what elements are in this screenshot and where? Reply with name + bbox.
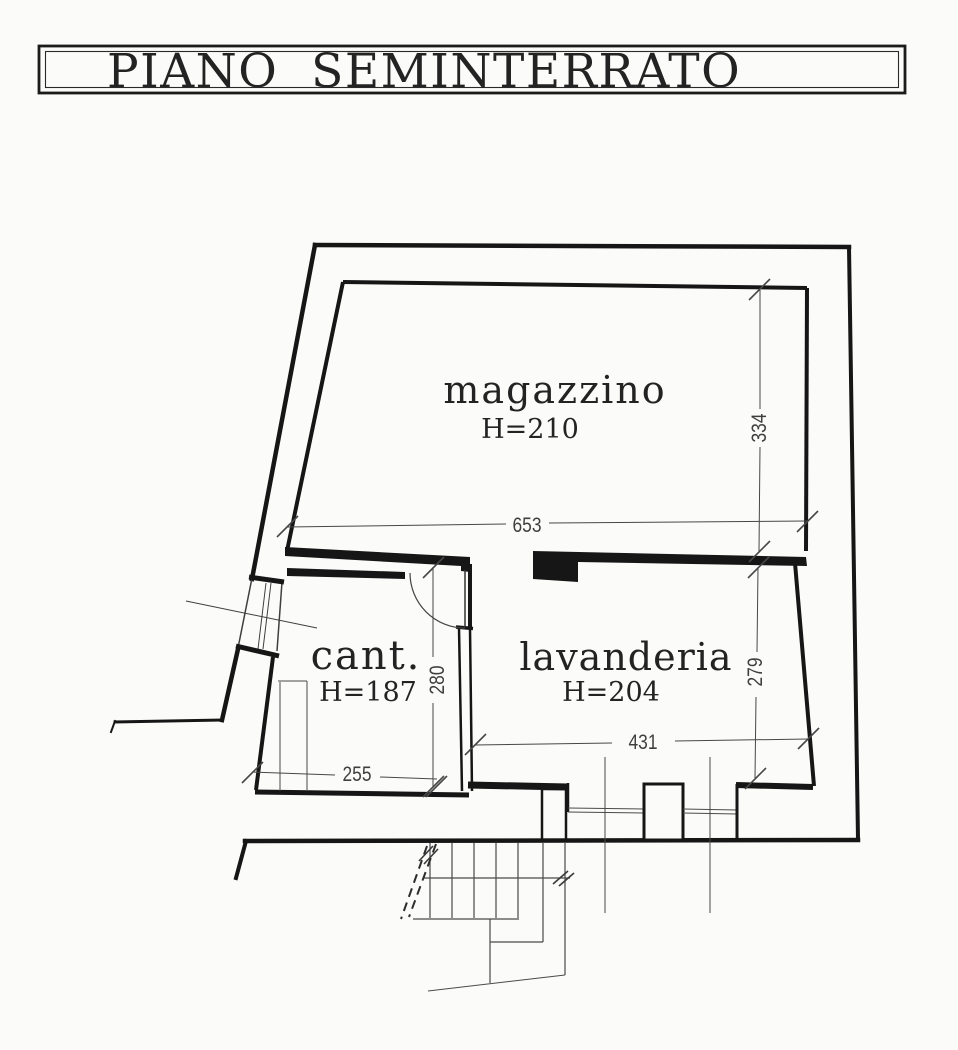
cantina-walls [254, 564, 474, 798]
dim-tick [241, 761, 264, 784]
room-height-lavanderia: H=204 [562, 677, 660, 708]
room-name-lavanderia: lavanderia [519, 635, 732, 679]
cantina-door-swing-arc [409, 572, 466, 629]
cantina-wall-top [287, 568, 405, 579]
cantina-wall-bottom [254, 789, 470, 798]
dim-tick [748, 540, 771, 563]
dim-value-cant-width: 255 [343, 763, 372, 786]
title-block-outer-border [37, 44, 907, 95]
boundary-wall-left [113, 718, 224, 724]
dim-tick [796, 510, 819, 533]
dim-tick [422, 556, 445, 579]
break-mark [552, 870, 575, 887]
title-block: PIANO SEMINTERRATO [37, 44, 907, 99]
break-mark [418, 845, 439, 865]
magazzino-walls [285, 280, 809, 582]
boundary-wall-end-tick [109, 719, 117, 734]
stair-treads [429, 843, 519, 918]
page-title: PIANO SEMINTERRATO [107, 44, 741, 99]
magazzino-wall-top [342, 280, 808, 290]
magazzino-wall-right [804, 287, 809, 552]
dim-value-lavanderia-depth: 279 [744, 658, 767, 687]
room-name-cantina: cant. [311, 633, 422, 679]
outer-wall-right [846, 244, 861, 842]
window-jamb-top [248, 574, 285, 585]
dimension-cant-depth: 280 [422, 556, 449, 798]
cantina-wall-right-outer-face [468, 627, 474, 792]
dim-value-lavanderia-width: 431 [629, 731, 658, 754]
window-sill-line [185, 600, 318, 629]
room-name-magazzino: magazzino [443, 368, 666, 412]
dim-value-cant-depth: 280 [426, 666, 449, 695]
room-labels: magazzino H=210 cant. H=187 lavanderia H… [311, 368, 732, 708]
dim-tick [464, 733, 487, 756]
dimension-magazzino-depth: 334 [748, 278, 771, 563]
window-jamb-bottom [235, 643, 280, 659]
window-inner-face-line [276, 581, 283, 652]
stair-cut-dashed-lines [400, 843, 437, 920]
dimension-lavanderia-width: 431 [464, 727, 820, 756]
lavanderia-wall-bottom-left [467, 781, 569, 791]
room-height-cantina: H=187 [319, 677, 417, 708]
window-glazing-line [257, 582, 267, 650]
cantina-wall-right-inner-face [457, 627, 464, 792]
magazzino-wall-left [285, 281, 345, 552]
external-stairs [400, 843, 575, 992]
outer-wall-top [312, 242, 852, 250]
lavanderia-walls [467, 562, 816, 913]
lightwell-pier-a [540, 787, 568, 842]
lavanderia-wall-right [793, 562, 816, 787]
dim-value-magazzino-width: 653 [513, 514, 542, 537]
dim-tick [748, 278, 771, 301]
room-height-magazzino: H=210 [481, 414, 579, 445]
window-glazing-line [262, 582, 272, 650]
outer-wall-left-lower [219, 646, 241, 723]
outer-wall-left-upper [249, 242, 318, 582]
lightwell-pier-b [642, 782, 685, 842]
magazzino-wall-bottom-left-segment [285, 547, 470, 572]
cantina-recess-outline [278, 680, 308, 791]
dim-tick [425, 775, 448, 798]
cantina-wall-left [254, 656, 275, 791]
dimension-magazzino-width: 653 [276, 510, 819, 538]
dim-tick [797, 727, 820, 750]
left-window [185, 574, 318, 659]
dim-tick [747, 556, 770, 579]
dim-tick [422, 775, 445, 798]
outer-wall-bottom-left-stub [233, 838, 249, 881]
title-block-inner-border [44, 50, 900, 89]
magazzino-wall-bottom-right-segment [533, 551, 807, 582]
dim-value-magazzino-depth: 334 [748, 413, 771, 442]
lavanderia-window-1-glazing [567, 807, 645, 814]
ground-boundary-line [427, 974, 566, 992]
dimension-lavanderia-depth: 279 [744, 556, 770, 790]
dimension-cant-width: 255 [241, 761, 448, 798]
dim-tick [744, 767, 767, 790]
dim-tick [276, 515, 299, 538]
dimension-lines: 653 334 280 255 431 [241, 278, 820, 798]
